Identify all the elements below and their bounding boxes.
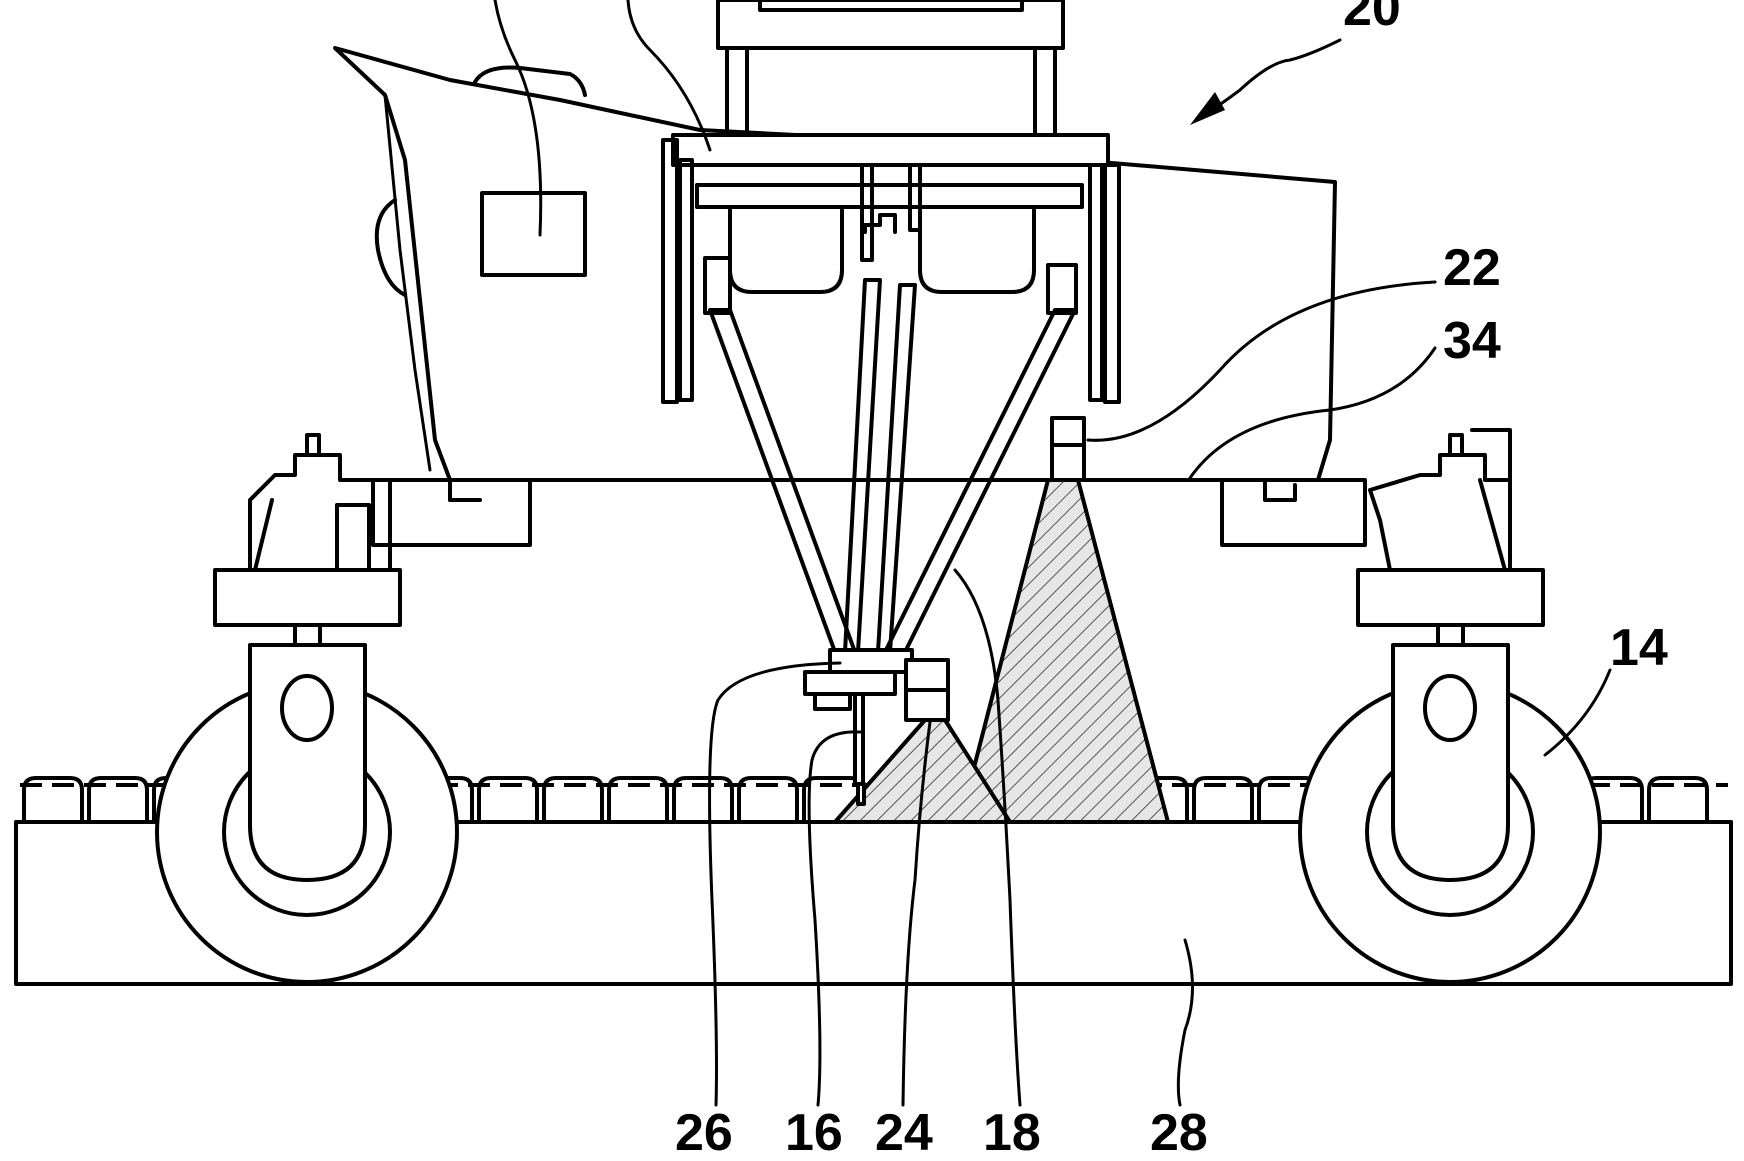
label-34: 34: [1443, 312, 1501, 370]
label-24: 24: [875, 1104, 933, 1161]
crop-plant: [1647, 776, 1709, 824]
crop-plant: [477, 776, 539, 824]
crop-plant: [1192, 776, 1254, 824]
sensor-22: [1050, 416, 1086, 482]
label-16: 16: [785, 1104, 843, 1161]
left-wheel-assembly: [155, 433, 459, 984]
label-20: 20: [1343, 0, 1401, 37]
robot-frame: [661, 0, 1121, 404]
crop-plant: [737, 776, 799, 824]
crop-plant: [672, 776, 734, 824]
reference-numerals: 20 22 34 14 26 16 24 18 28: [675, 0, 1668, 1161]
label-22: 22: [1443, 239, 1501, 297]
crop-plant: [22, 776, 84, 824]
crop-plant: [87, 776, 149, 824]
control-box: [480, 191, 587, 277]
delta-robot-arms: [708, 278, 1077, 806]
leader-lines: [493, 0, 1612, 1107]
crop-plant: [542, 776, 604, 824]
label-18: 18: [983, 1104, 1041, 1161]
vehicle-body: [333, 46, 1367, 547]
label-14: 14: [1610, 619, 1668, 677]
crop-plant: [607, 776, 669, 824]
right-wheel-assembly: [1298, 428, 1602, 984]
label-26: 26: [675, 1104, 733, 1161]
label-28: 28: [1150, 1104, 1208, 1161]
